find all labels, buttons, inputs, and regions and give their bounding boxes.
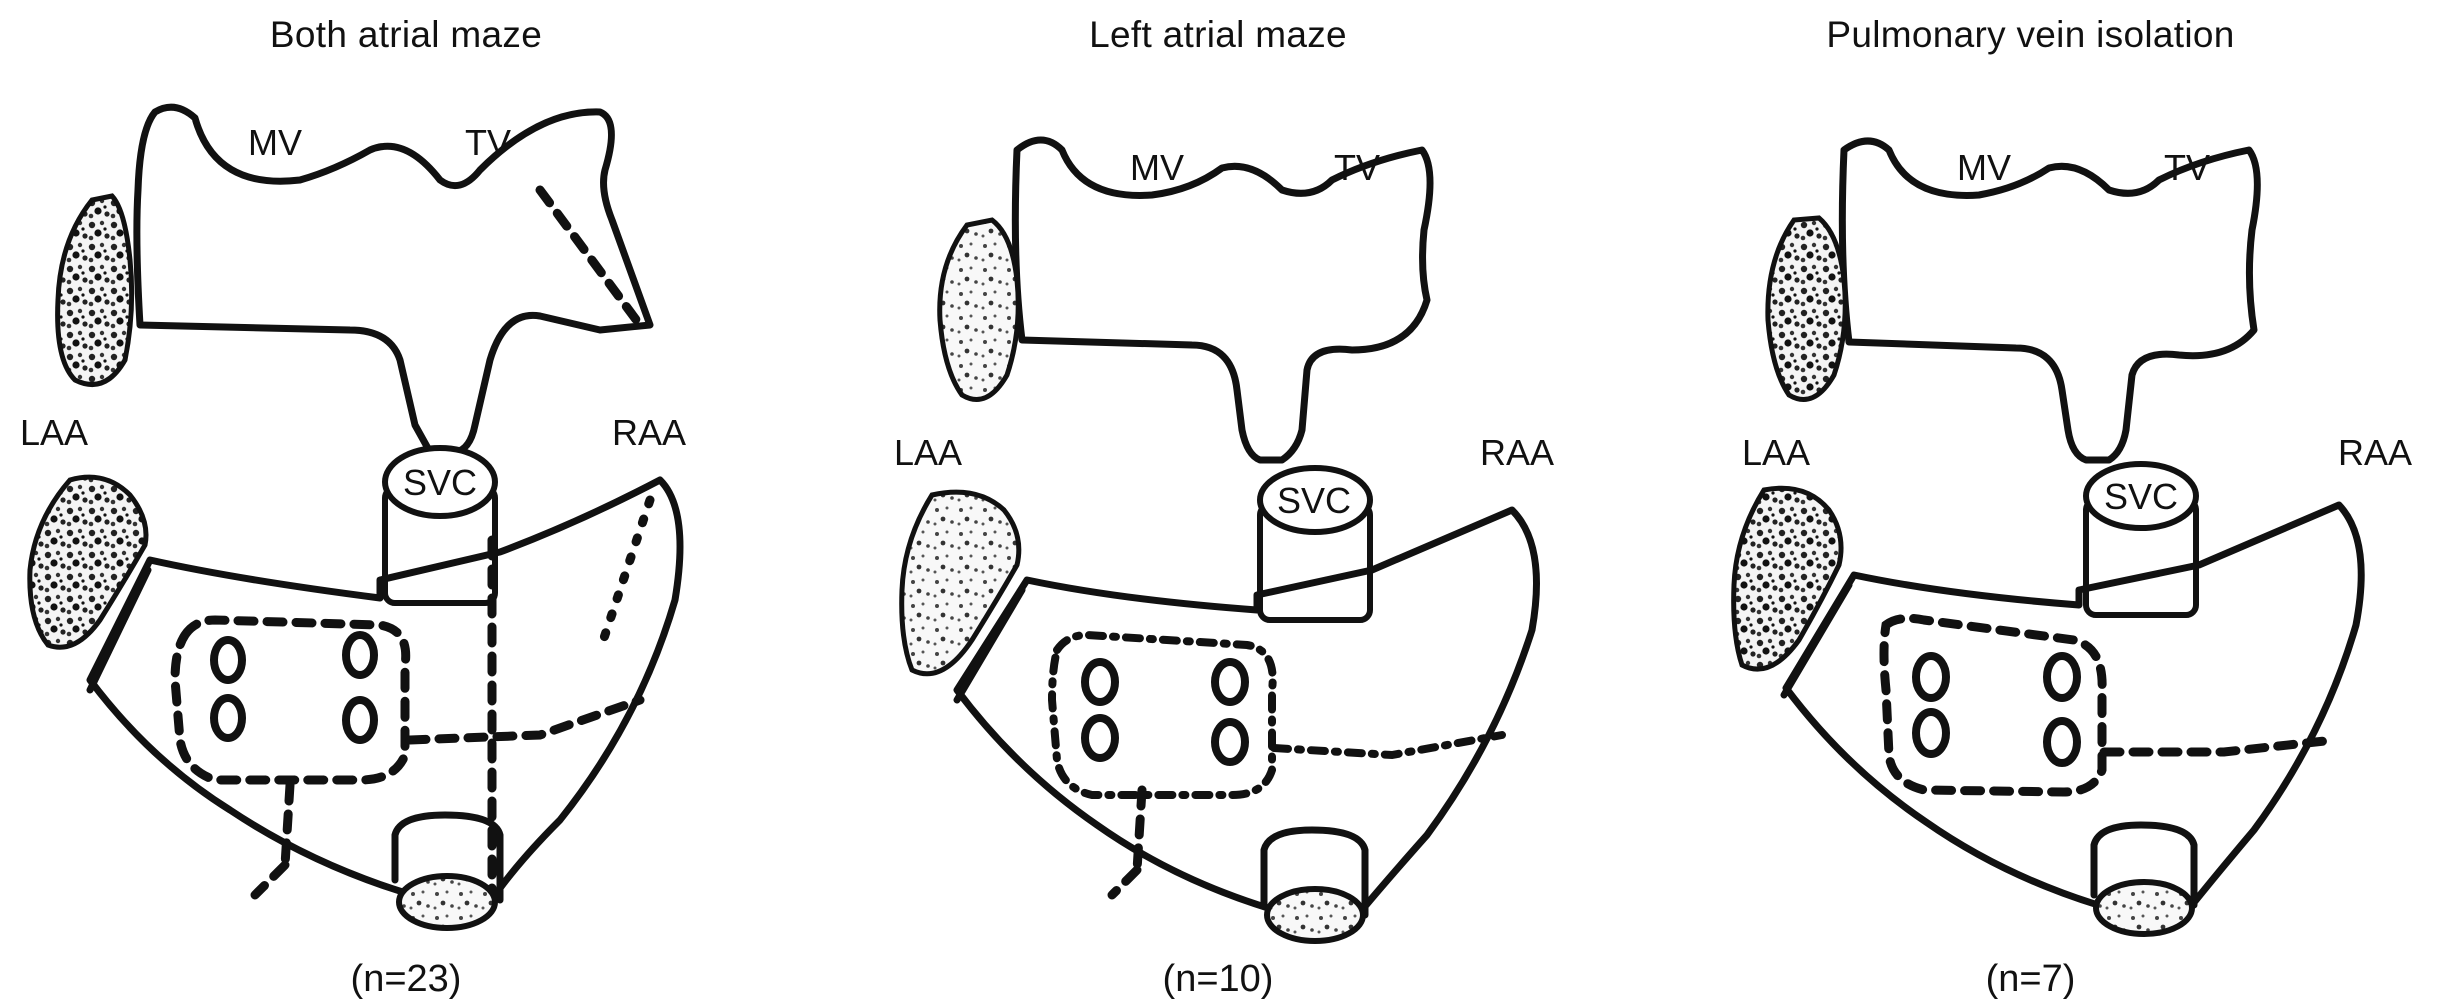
- tv-label: TV: [1334, 147, 1380, 188]
- raa-label: RAA: [612, 412, 686, 453]
- ivc-ostium: [1267, 889, 1363, 941]
- panel-pulmonary-vein-isolation: Pulmonary vein isolation MV TV LAA RAA S…: [1624, 0, 2437, 1008]
- ivc-ostium: [2096, 882, 2192, 934]
- lower-laa-appendage: [902, 492, 1019, 674]
- heart-diagram: MV TV LAA RAA SVC: [1624, 0, 2437, 1008]
- upper-laa-appendage: [1768, 218, 1845, 400]
- pv-right-inferior: [1215, 722, 1245, 762]
- upper-laa-appendage: [940, 220, 1019, 400]
- pv-box-lesion: [1052, 635, 1273, 795]
- pv-right-inferior: [346, 700, 374, 740]
- mv-label: MV: [1957, 147, 2011, 188]
- pv-right-inferior: [2047, 721, 2077, 763]
- mv-label: MV: [248, 122, 302, 163]
- sample-size: (n=23): [0, 958, 812, 1001]
- sample-size: (n=10): [812, 958, 1624, 1001]
- panel-both-atrial-maze: Both atrial maze MV TV LAA RAA SVC: [0, 0, 812, 1008]
- posterior-atria-outline: [1786, 505, 2361, 915]
- tv-label: TV: [2164, 147, 2210, 188]
- pv-left-inferior: [1916, 712, 1946, 754]
- heart-diagram: MV TV LAA RAA SVC: [812, 0, 1624, 1008]
- laa-label: LAA: [1742, 432, 1810, 473]
- pv-isolation-box-lesion: [1884, 618, 2102, 792]
- right-pv-to-mitral-lesion: [1274, 735, 1502, 755]
- heart-diagram: MV TV LAA RAA SVC: [0, 0, 812, 1008]
- cavotricuspid-lesion: [410, 700, 640, 740]
- pv-left-inferior: [214, 698, 242, 738]
- valve-plane-outline: [137, 107, 650, 452]
- laa-label: LAA: [20, 412, 88, 453]
- pv-left-superior: [214, 640, 242, 680]
- coronary-sinus-lesion: [1137, 790, 1142, 870]
- panel-left-atrial-maze: Left atrial maze MV TV LAA RAA SVC (n=10…: [812, 0, 1624, 1008]
- svc-label: SVC: [403, 462, 477, 503]
- pv-left-superior: [1085, 662, 1115, 702]
- lower-laa-appendage: [30, 477, 146, 647]
- upper-laa-appendage: [58, 196, 132, 385]
- valve-plane-outline: [1015, 140, 1430, 460]
- ra-free-wall-lesion: [600, 500, 650, 650]
- pv-right-superior: [2047, 656, 2077, 698]
- pv-left-inferior: [1085, 718, 1115, 758]
- tv-label: TV: [465, 122, 511, 163]
- laa-label: LAA: [894, 432, 962, 473]
- coronary-sinus-lesion: [285, 785, 290, 865]
- coronary-sinus-branch: [255, 865, 285, 895]
- pv-right-superior: [1215, 662, 1245, 702]
- pv-left-superior: [1916, 656, 1946, 698]
- lower-laa-appendage: [1734, 488, 1841, 669]
- mv-label: MV: [1130, 147, 1184, 188]
- ivc-ostium: [399, 876, 495, 928]
- pv-right-superior: [346, 635, 374, 675]
- raa-label: RAA: [2338, 432, 2412, 473]
- svc-label: SVC: [1277, 480, 1351, 521]
- svc-label: SVC: [2104, 476, 2178, 517]
- right-pv-to-mitral-lesion: [2104, 740, 2334, 752]
- posterior-atria-outline: [957, 510, 1537, 919]
- coronary-sinus-branch: [1112, 870, 1137, 895]
- raa-label: RAA: [1480, 432, 1554, 473]
- valve-plane-outline: [1842, 141, 2257, 460]
- sample-size: (n=7): [1624, 958, 2437, 1001]
